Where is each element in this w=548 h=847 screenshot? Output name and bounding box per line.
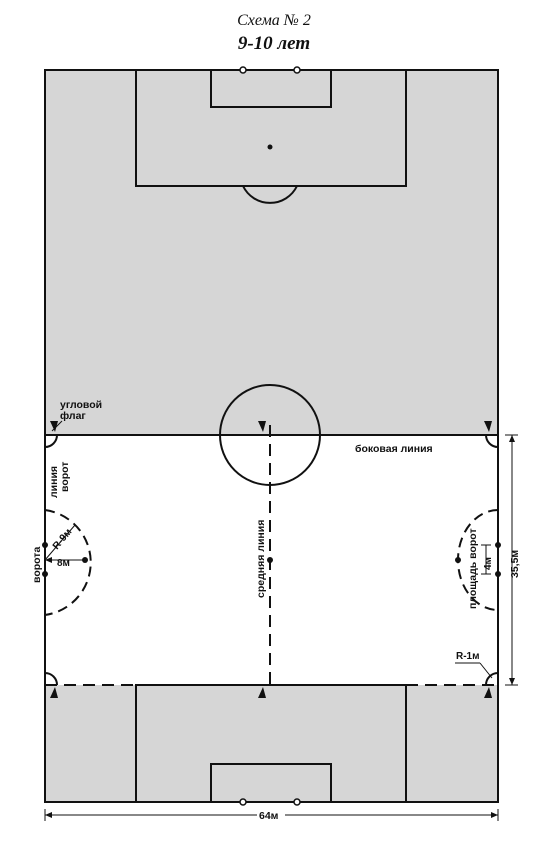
corner-arc-bl — [44, 672, 58, 686]
corner-flag-label-1: угловой — [60, 399, 102, 411]
goal-area-label: площадь ворот — [467, 528, 479, 609]
top-goal-post-right — [293, 66, 301, 74]
corner-flag-label-2: флаг — [60, 410, 86, 422]
left-goal-post-top — [42, 542, 48, 548]
left-penalty-spot — [82, 557, 88, 563]
left-goal-area-arc — [44, 509, 92, 616]
scheme-number: Схема № 2 — [237, 12, 311, 29]
top-goal-post-left — [239, 66, 247, 74]
goal-line-label-1: линия — [48, 466, 60, 498]
full-size-pitch-area — [45, 70, 498, 435]
bottom-goal-post-left — [239, 798, 247, 806]
bottom-gray-area — [45, 685, 498, 802]
top-penalty-spot — [267, 144, 273, 150]
radius-9-line — [44, 524, 76, 561]
touchline-label: боковая линия — [355, 443, 433, 455]
corner-arc-tl — [44, 434, 58, 448]
bottom-goal-post-right — [293, 798, 301, 806]
radius-1-label: R-1м — [456, 651, 480, 662]
corner-flag-bl — [50, 687, 58, 698]
top-goal-area — [210, 69, 332, 108]
left-goal-post-bottom — [42, 571, 48, 577]
halfway-flag-top — [258, 421, 266, 432]
right-goal-post-bottom — [495, 571, 501, 577]
corner-arc-br — [485, 672, 499, 686]
corner-flag-tr — [484, 421, 492, 432]
bottom-goal-area — [210, 763, 332, 803]
corner-flag-tl — [50, 421, 58, 432]
goal-line-label-2: ворот — [59, 462, 71, 492]
corner-arc-tr — [485, 434, 499, 448]
corner-flag-br — [484, 687, 492, 698]
center-spot — [267, 557, 273, 563]
halfway-flag-bottom — [258, 687, 266, 698]
top-penalty-arc — [242, 185, 298, 204]
width-8-label: 8м — [57, 558, 70, 569]
width-35-label: 35,5м — [509, 550, 521, 578]
right-goal-post-top — [495, 542, 501, 548]
halfway-line-label: средняя линия — [255, 520, 267, 598]
length-64-label: 64м — [259, 810, 279, 822]
right-penalty-spot — [455, 557, 461, 563]
goal-label: ворота — [31, 547, 43, 583]
width-4-label: 4м — [483, 557, 494, 570]
age-group-title: 9-10 лет — [237, 33, 311, 54]
radius-9-label: R-9м — [51, 527, 75, 552]
